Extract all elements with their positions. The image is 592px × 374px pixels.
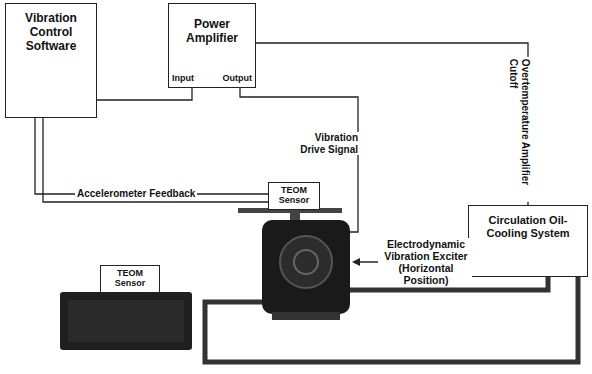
signal-wire <box>97 88 192 100</box>
wire-label: Overtemperature Amplifier Cutoff <box>508 57 531 202</box>
cooling-box: Circulation Oil-Cooling System <box>468 205 588 277</box>
signal-wire <box>35 118 268 194</box>
arrowhead <box>352 258 360 266</box>
exciter-drum <box>294 250 318 274</box>
signal-wire <box>256 43 528 205</box>
port-label: Output <box>223 73 253 83</box>
port-label: Input <box>172 73 194 83</box>
exciter-drum <box>280 236 332 288</box>
node-title: Vibration Control Software <box>10 12 92 53</box>
wire-label: Accelerometer Feedback <box>75 188 197 200</box>
node-title: TEOM Sensor <box>271 185 317 206</box>
sensor-box: TEOM Sensor <box>100 265 160 293</box>
oil-hose <box>205 276 578 362</box>
sensor-stand <box>60 292 192 350</box>
amplifier-box: Power AmplifierInput Output <box>168 3 256 88</box>
feedback-wire <box>43 118 272 209</box>
node-title: TEOM Sensor <box>103 268 157 289</box>
vibration-exciter <box>262 220 350 314</box>
node-title: Circulation Oil-Cooling System <box>473 214 583 239</box>
drive-wire <box>240 88 358 232</box>
exciter-base <box>272 312 340 320</box>
node-title: Power Amplifier <box>173 18 251 46</box>
signal-label: Vibration Drive Signal <box>294 132 360 155</box>
component-label: Electrodynamic Vibration Exciter (Horizo… <box>380 238 472 286</box>
sensor-box: TEOM Sensor <box>268 182 320 210</box>
armature <box>290 213 300 221</box>
stand-panel <box>68 300 184 342</box>
software-box: Vibration Control Software <box>5 3 97 118</box>
